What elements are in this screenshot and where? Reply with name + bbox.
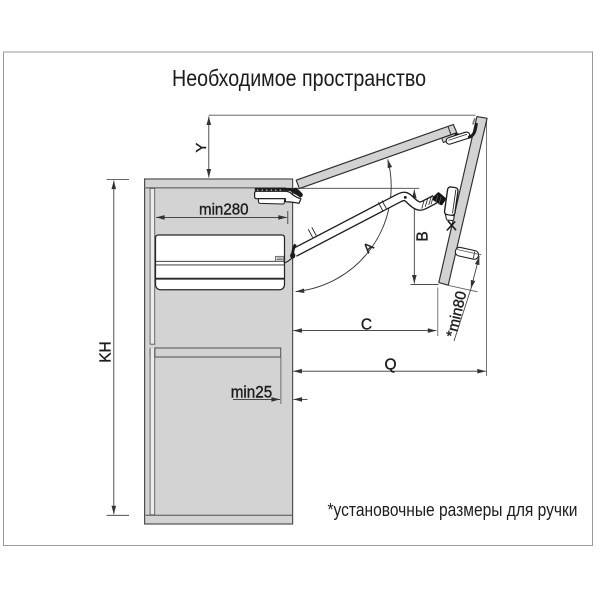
svg-text:B: B (414, 231, 431, 241)
svg-text:min280: min280 (199, 202, 249, 219)
svg-text:*установочные размеры для ручк: *установочные размеры для ручки (328, 500, 578, 520)
svg-text:*min80: *min80 (443, 290, 470, 339)
svg-text:KH: KH (98, 341, 115, 363)
svg-text:Q: Q (384, 357, 396, 374)
svg-text:Y: Y (193, 143, 210, 153)
svg-text:Необходимое пространство: Необходимое пространство (172, 65, 426, 91)
svg-text:A: A (360, 239, 377, 256)
svg-text:min25: min25 (231, 382, 273, 401)
svg-text:C: C (361, 316, 372, 333)
